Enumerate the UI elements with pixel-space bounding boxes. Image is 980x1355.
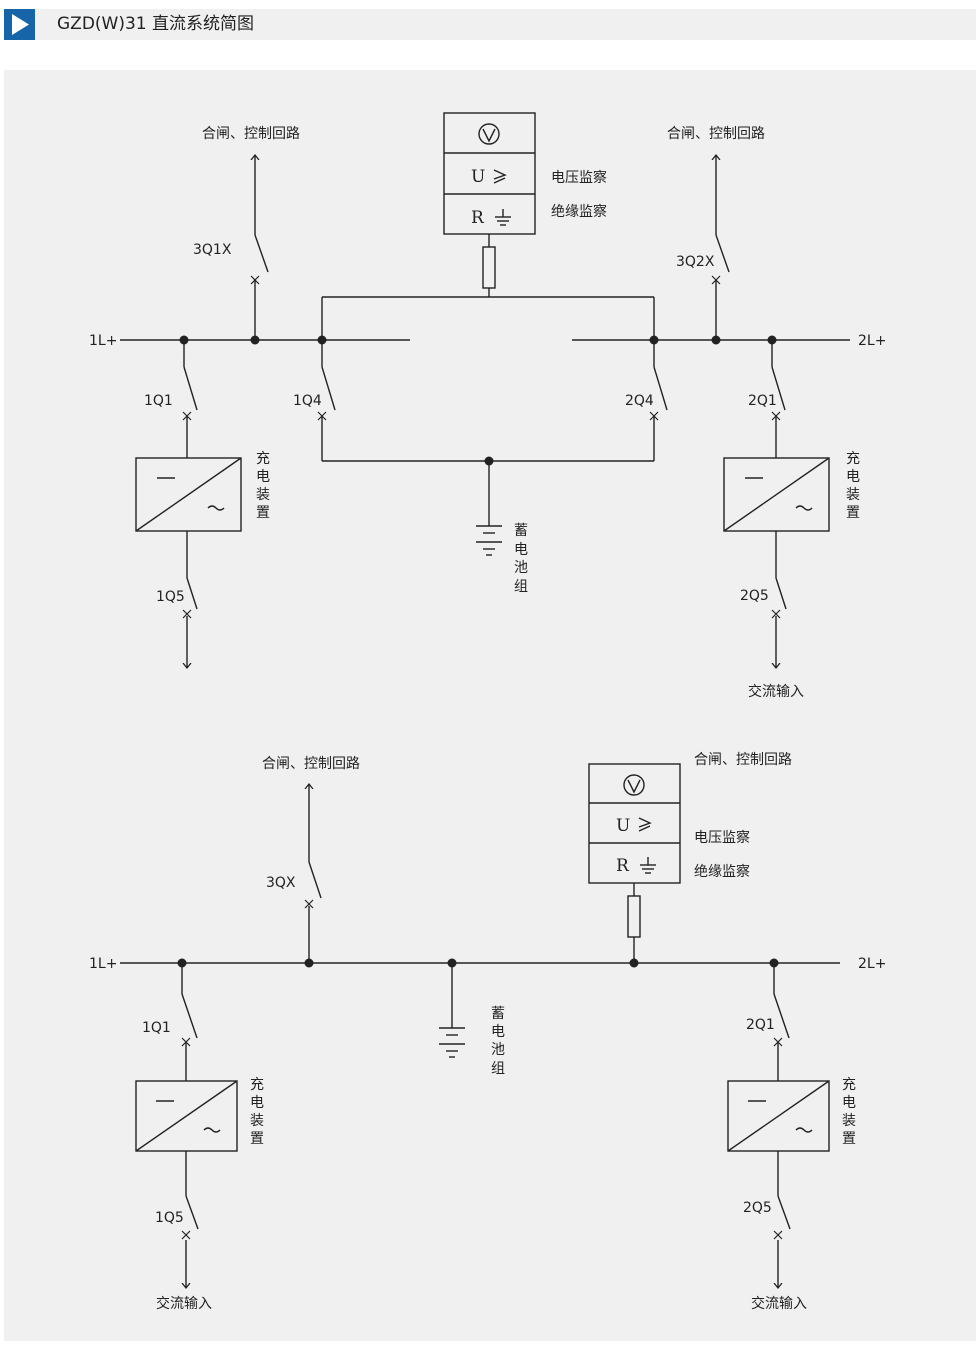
voltage-monitor-label: 电压监察 [551,169,607,186]
switch-2q1-label: 2Q1 [748,393,777,409]
charger-left-char: 装 [250,1113,264,1129]
switch-1q5-label: 1Q5 [156,589,185,605]
bus-2l-label: 2L+ [858,333,886,349]
charger-left-char: 置 [250,1131,264,1147]
page-header: GZD(W)31 直流系统简图 [4,9,976,40]
switch-2q5-label: 2Q5 [740,588,769,604]
control-circuit-label: 合闸、控制回路 [262,756,360,772]
battery-char: 电 [514,542,528,558]
switch-2q1-label: 2Q1 [746,1017,775,1033]
charger-left-char: 电 [250,1095,264,1111]
charger-right-char: 充 [842,1077,856,1093]
ac-input-left-label: 交流输入 [156,1295,212,1312]
switch-2q4-label: 2Q4 [625,393,654,409]
charger-left-char: 电 [256,469,270,485]
voltage-monitor-label: 电压监察 [694,829,750,846]
switch-1q1-label: 1Q1 [144,393,173,409]
charger-right-char: 装 [846,487,860,503]
diagram1-wiring [120,112,850,668]
charger-right-char: 电 [846,469,860,485]
diagram2-labels: 1L+ 2L+ 合闸、控制回路 3QX U R 合闸、控制回路 电压监察 绝缘监… [89,752,886,1312]
breaker-x-marks [181,275,783,1240]
charger-left-char: 置 [256,505,270,521]
charger-left-char: 装 [256,487,270,503]
switch-1q4-label: 1Q4 [293,393,322,409]
switch-3q1x-label: 3Q1X [193,242,232,258]
battery-char: 蓄 [514,523,528,539]
control-circuit-left-label: 合闸、控制回路 [202,126,300,142]
insulation-monitor-label: 绝缘监察 [694,863,750,880]
diagram-panel [4,70,976,1341]
battery-char: 电 [491,1024,505,1040]
bus-1l-label: 1L+ [89,333,117,349]
charger-right-char: 置 [846,505,860,521]
diagram2-wiring [120,763,840,1288]
ac-input-right-label: 交流输入 [751,1295,807,1312]
insulation-symbol: R [616,856,630,876]
switch-1q1-label: 1Q1 [142,1020,171,1036]
switch-3q2x-label: 3Q2X [676,254,715,270]
bus-2l-label: 2L+ [858,956,886,972]
charger-right-char: 电 [842,1095,856,1111]
voltage-symbol: U [616,816,630,836]
charger-right-char: 装 [842,1113,856,1129]
insulation-monitor-label: 绝缘监察 [551,203,607,220]
play-arrow-icon [4,9,35,40]
ac-input-label: 交流输入 [748,683,804,700]
battery-char: 组 [491,1061,505,1077]
junction-dots [177,335,779,968]
bus-1l-label: 1L+ [89,956,117,972]
insulation-symbol: R [471,208,485,228]
switch-1q5-label: 1Q5 [155,1210,184,1226]
charger-right-char: 置 [842,1131,856,1147]
charger-left-char: 充 [250,1077,264,1093]
switch-3qx-label: 3QX [266,875,296,891]
battery-char: 蓄 [491,1006,505,1022]
page-title: GZD(W)31 直流系统简图 [57,14,255,34]
charger-left-char: 充 [256,451,270,467]
battery-char: 池 [514,560,528,576]
battery-char: 池 [491,1042,505,1058]
control-circuit-right-label: 合闸、控制回路 [694,752,792,768]
switch-2q5-label: 2Q5 [743,1200,772,1216]
diagram1-labels: 1L+ 2L+ 合闸、控制回路 合闸、控制回路 3Q1X 3Q2X U R 电压… [89,126,886,700]
voltage-symbol: U [471,167,485,187]
charger-right-char: 充 [846,451,860,467]
battery-char: 组 [514,579,528,595]
control-circuit-right-label: 合闸、控制回路 [667,126,765,142]
